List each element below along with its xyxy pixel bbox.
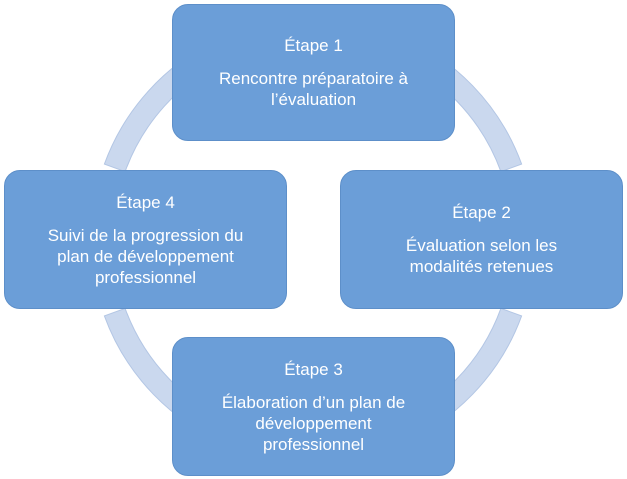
step-3-line-3: professionnel [262, 434, 365, 454]
step-2-box: Étape 2 Évaluation selon les modalités r… [340, 170, 623, 309]
step-4-title: Étape 4 [116, 192, 175, 212]
step-2-line-2: modalités retenues [409, 257, 554, 276]
step-1-line-2: l’évaluation [270, 90, 357, 109]
step-1-box: Étape 1 Rencontre préparatoire à l’évalu… [172, 4, 455, 141]
step-4-line-2: plan de développement [57, 246, 234, 266]
step-4-line-3: professionnel [94, 267, 197, 287]
step-2-title: Étape 2 [452, 203, 511, 222]
step-3-box: Étape 3 Élaboration d’un plan de dévelop… [172, 337, 455, 476]
step-4-line-1: Suivi de la progression du [47, 225, 244, 245]
step-1-title: Étape 1 [284, 36, 343, 55]
step-4-box: Étape 4 Suivi de la progression du plan … [4, 170, 287, 309]
step-3-title: Étape 3 [284, 359, 343, 379]
step-3-line-2: développement [255, 413, 372, 433]
step-3-line-1: Élaboration d’un plan de [221, 392, 406, 412]
step-1-line-1: Rencontre préparatoire à [218, 69, 408, 88]
step-2-line-1: Évaluation selon les [405, 236, 558, 255]
